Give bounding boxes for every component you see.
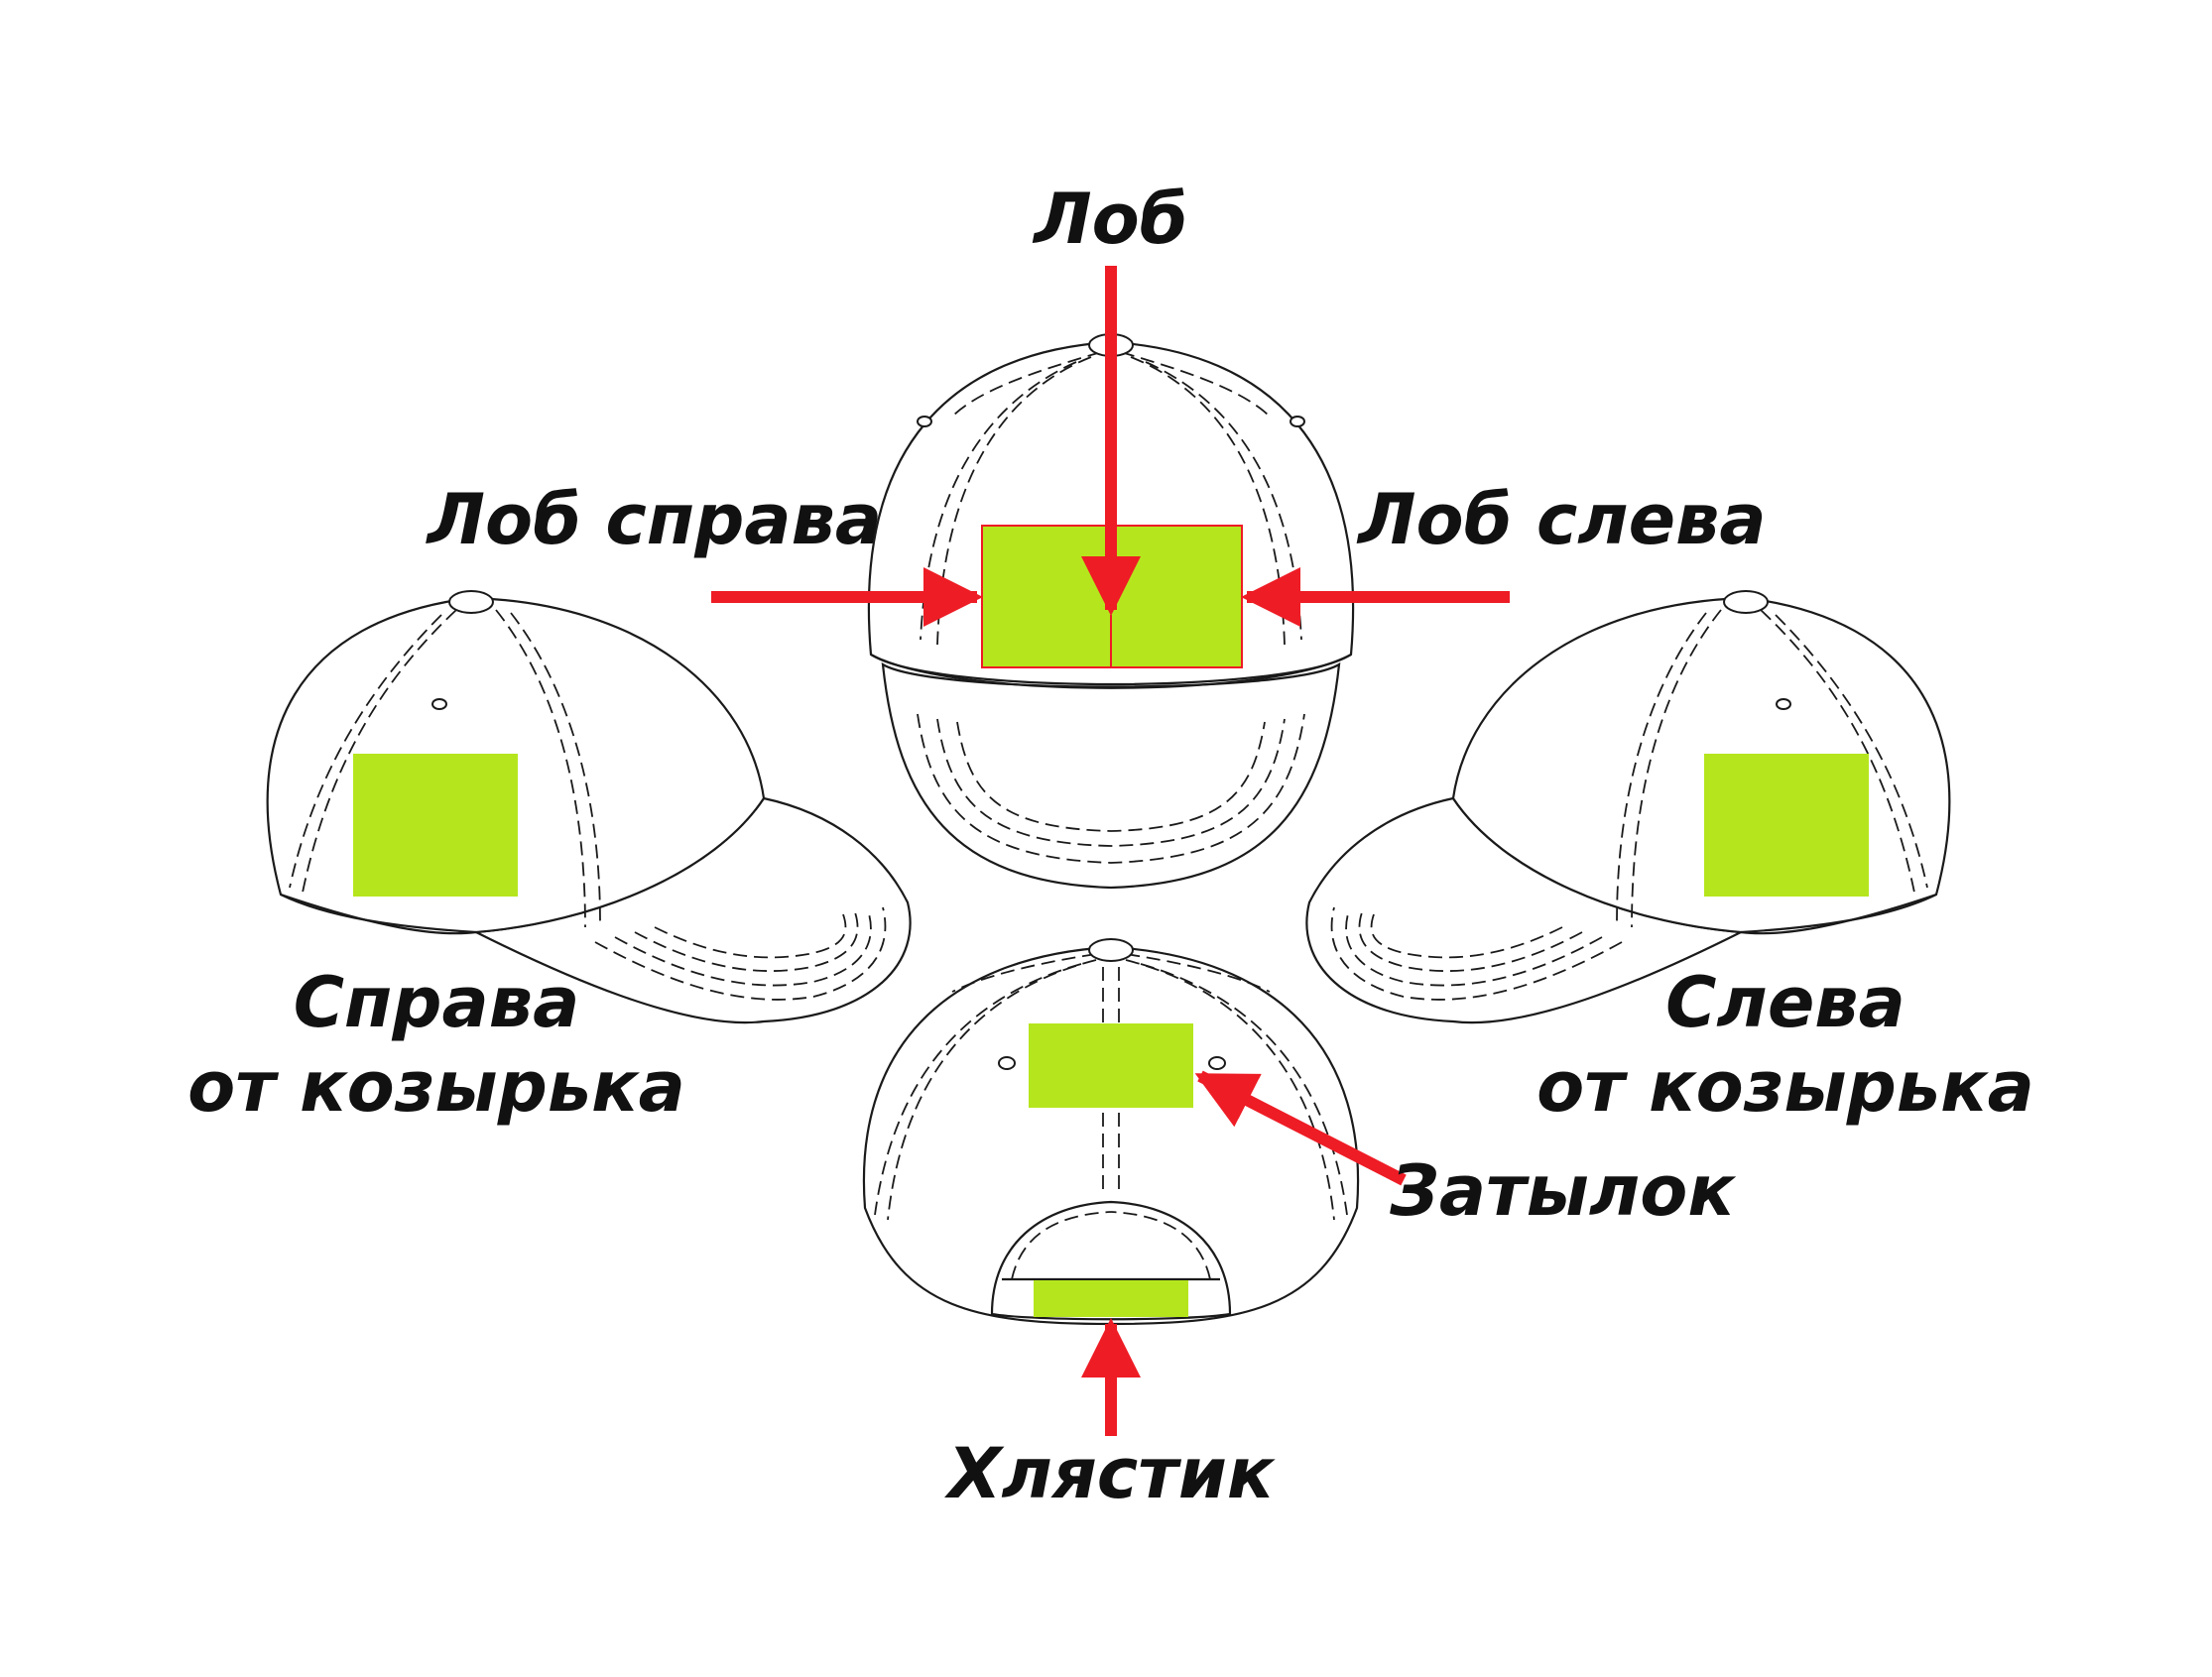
right-side-eyelet (431, 698, 447, 710)
labels: Лоб Лоб справа Лоб слева Справа от козыр… (187, 179, 2034, 1514)
front-visor (881, 661, 1341, 890)
label-strap: Хлястик (944, 1433, 1276, 1514)
print-zone-left-of-visor (1704, 754, 1869, 897)
back-eyelet-left (998, 1056, 1016, 1070)
cap-front-view (867, 333, 1355, 890)
arrows (711, 266, 1510, 1436)
right-side-top-button (448, 590, 494, 614)
label-back-of-head: Затылок (1389, 1150, 1736, 1232)
back-top-button (1088, 938, 1134, 962)
cap-left-side-view (1305, 590, 1951, 1024)
front-eyelet-right (1290, 416, 1305, 427)
label-right-of-visor-line1: Справа (294, 962, 580, 1043)
print-zone-back-of-head (1029, 1023, 1193, 1108)
left-side-top-button (1723, 590, 1769, 614)
label-forehead-left: Лоб слева (1356, 479, 1766, 560)
front-eyelet-left (917, 416, 932, 427)
label-left-of-visor-line2: от козырька (1536, 1046, 2034, 1128)
back-eyelet-right (1208, 1056, 1226, 1070)
label-forehead-right: Лоб справа (426, 479, 882, 560)
arrow-back-of-head (1194, 1070, 1407, 1186)
cap-back-view (862, 938, 1360, 1326)
label-forehead: Лоб (1032, 179, 1187, 260)
back-crown (862, 945, 1360, 1326)
print-zone-right-of-visor (353, 754, 518, 897)
label-right-of-visor-line2: от козырька (187, 1046, 685, 1128)
print-zone-strap (1034, 1280, 1188, 1317)
left-side-eyelet (1776, 698, 1791, 710)
label-left-of-visor-line1: Слева (1665, 962, 1905, 1043)
cap-right-side-view (266, 590, 912, 1024)
